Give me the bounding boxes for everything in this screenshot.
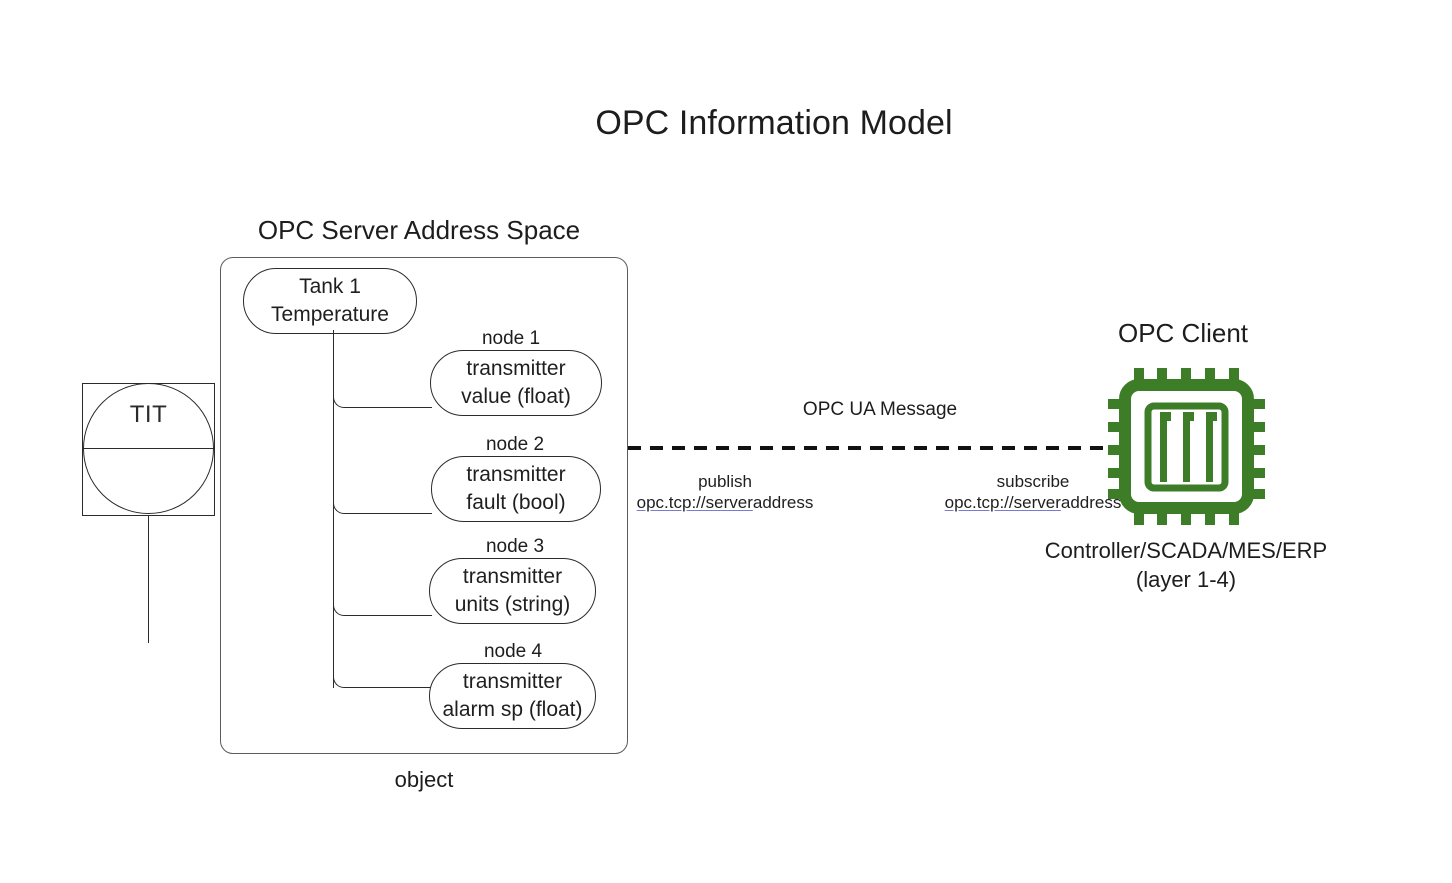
node-1-line1: transmitter [466,357,566,381]
node-1-transmitter-value[interactable]: transmitter value (float) [430,350,602,416]
subscribe-url-link-part[interactable]: opc.tcp://server [944,493,1061,512]
publish-action-label: publish [698,472,752,491]
instrument-tag-label: TIT [129,401,168,428]
node-4-tag: node 4 [483,641,543,662]
node-4-line1: transmitter [462,670,563,694]
node-2-tag: node 2 [485,434,545,455]
node-tank1-temperature[interactable]: Tank 1 Temperature [243,268,417,334]
page-title: OPC Information Model [595,104,953,142]
node-tank1-line2: Temperature [271,303,389,326]
instrument-stem [148,516,149,643]
subscribe-endpoint-url[interactable]: opc.tcp://serveraddress [945,493,1122,513]
cpu-chip-icon[interactable] [1108,368,1265,525]
node-3-transmitter-units[interactable]: transmitter units (string) [429,558,596,624]
node-3-line1: transmitter [462,565,563,589]
publish-endpoint-url[interactable]: opc.tcp://serveraddress [637,493,814,513]
server-address-space-caption: OPC Server Address Space [257,215,581,245]
subscribe-url-plain-part: address [1060,493,1122,512]
node-1-tag: node 1 [481,328,541,349]
opc-ua-message-label: OPC UA Message [802,399,958,420]
client-role-line1: Controller/SCADA/MES/ERP [1044,538,1328,563]
node-3-tag: node 3 [485,536,545,557]
node-3-line2: units (string) [454,593,571,616]
node-2-line1: transmitter [466,463,566,487]
opc-ua-message-dashed-line [628,446,1110,450]
opc-client-caption: OPC Client [1117,318,1249,348]
subscribe-action-label: subscribe [996,472,1070,491]
object-caption: object [394,767,454,792]
server-address-space-box [220,257,628,754]
instrument-bubble-tit: TIT [82,383,215,516]
node-tank1-line1: Tank 1 [299,275,361,299]
node-2-transmitter-fault[interactable]: transmitter fault (bool) [431,456,601,522]
node-4-line2: alarm sp (float) [442,698,583,721]
publish-url-plain-part: address [752,493,814,512]
tree-branch-node-4 [333,330,432,688]
client-role-line2: (layer 1-4) [1135,567,1237,592]
instrument-divider [82,448,215,449]
node-4-transmitter-alarm-sp[interactable]: transmitter alarm sp (float) [429,663,596,729]
node-1-line2: value (float) [461,385,571,408]
publish-url-link-part[interactable]: opc.tcp://server [636,493,753,512]
node-2-line2: fault (bool) [466,491,566,514]
